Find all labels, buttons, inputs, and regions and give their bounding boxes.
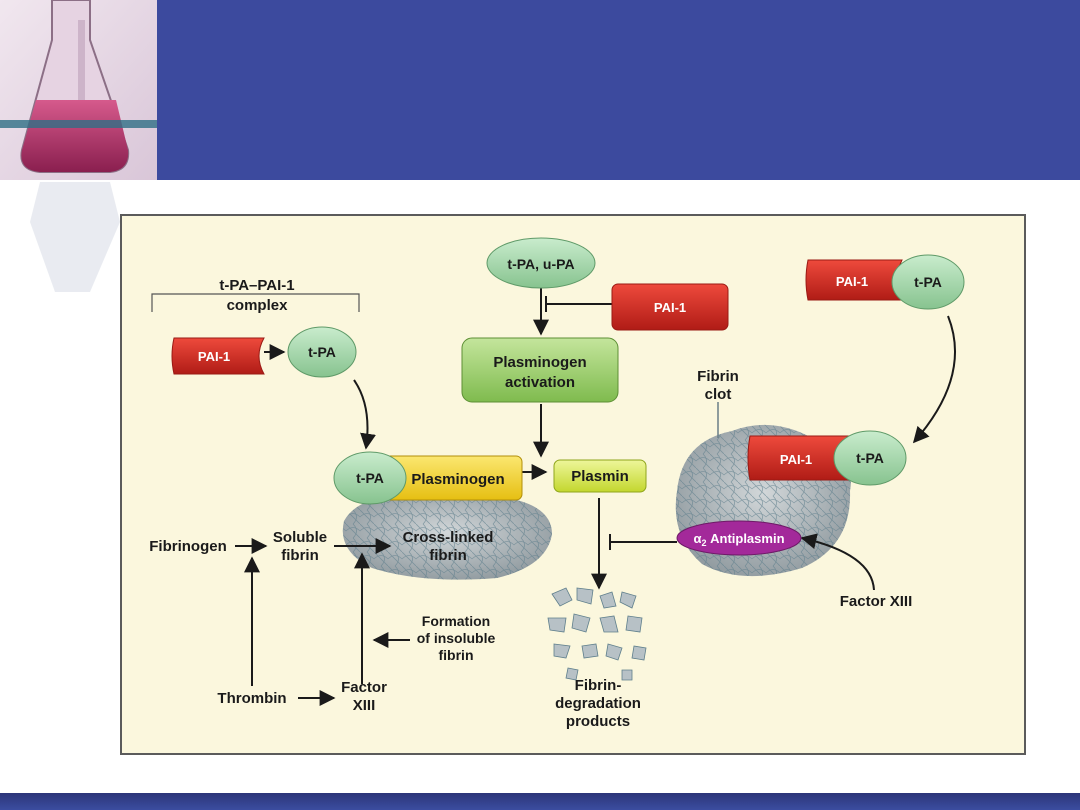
complex-label-line2: complex	[227, 297, 289, 314]
fibrin-clot-line2: clot	[705, 386, 732, 403]
fdp-line1: Fibrin-	[575, 677, 622, 694]
top-right-pai1-label: PAI-1	[836, 274, 868, 289]
bound-tpa-shape	[333, 451, 407, 505]
cross-linked-line2: fibrin	[429, 547, 467, 564]
arrow-complex-tpa-down	[353, 379, 376, 450]
plasmin-shape	[553, 459, 647, 493]
complex-label-line1: t-PA–PAI-1	[219, 277, 294, 294]
fdp-line2: degradation	[555, 695, 641, 712]
top-right-tpa-shape	[891, 254, 965, 310]
thrombin-label: Thrombin	[217, 690, 286, 707]
tpa-upa-label: t-PA, u-PA	[507, 256, 574, 272]
fibrinogen-label: Fibrinogen	[149, 538, 227, 555]
cross-linked-line1: Cross-linked	[403, 529, 494, 546]
complex-tpa-label: t-PA	[308, 344, 336, 360]
fdp-line3: products	[566, 713, 630, 730]
complex-pai1-shape	[171, 337, 265, 375]
insoluble-line1: Formation	[422, 613, 490, 629]
arrow-factor-xiii-to-antiplasmin	[800, 533, 875, 591]
insoluble-line3: fibrin	[439, 647, 474, 663]
plasminogen-activation-line2: activation	[505, 374, 575, 391]
plasminogen-activation-line1: Plasminogen	[493, 354, 586, 371]
clot-tpa-shape	[833, 430, 907, 486]
factor-xiii-bottom-line1: Factor	[341, 679, 387, 696]
factor-xiii-bottom-line2: XIII	[353, 697, 376, 714]
title-banner	[0, 0, 1080, 180]
footer-bar	[0, 793, 1080, 810]
clot-pai1-label: PAI-1	[780, 452, 812, 467]
clot-tpa-label: t-PA	[856, 450, 884, 466]
cross-linked-fibrin-mesh	[342, 493, 552, 580]
fibrin-fragments	[547, 587, 647, 681]
flask-reflection	[30, 182, 120, 292]
soluble-fibrin-line1: Soluble	[273, 529, 327, 546]
flask-photo	[0, 0, 157, 180]
insoluble-line2: of insoluble	[417, 630, 496, 646]
top-right-tpa-label: t-PA	[914, 274, 942, 290]
complex-tpa-shape	[287, 326, 357, 378]
complex-pai1-label: PAI-1	[198, 349, 230, 364]
antiplasmin-shape	[676, 520, 802, 556]
plasminogen-label: Plasminogen	[411, 471, 504, 488]
fibrinolysis-diagram: t-PA–PAI-1 complex PAI-1 t-PA t-PA, u-PA…	[120, 214, 1026, 755]
complex-bracket	[151, 293, 360, 312]
antiplasmin-label: α2 Antiplasmin	[693, 531, 784, 548]
factor-xiii-right-label: Factor XIII	[840, 593, 913, 610]
fibrin-clot-line1: Fibrin	[697, 368, 739, 385]
arrow-top-right-to-clot	[912, 315, 957, 444]
inhibit-antiplasmin-plasmin	[609, 534, 677, 550]
plasminogen-activation-shape	[461, 337, 619, 403]
plasmin-label: Plasmin	[571, 468, 629, 485]
pai1-inhibitor-label: PAI-1	[654, 300, 686, 315]
inhibit-pai1-activation	[545, 296, 612, 312]
pai1-inhibitor-shape	[611, 283, 729, 331]
tpa-upa-shape	[486, 237, 596, 289]
bound-tpa-label: t-PA	[356, 470, 384, 486]
soluble-fibrin-line2: fibrin	[281, 547, 319, 564]
